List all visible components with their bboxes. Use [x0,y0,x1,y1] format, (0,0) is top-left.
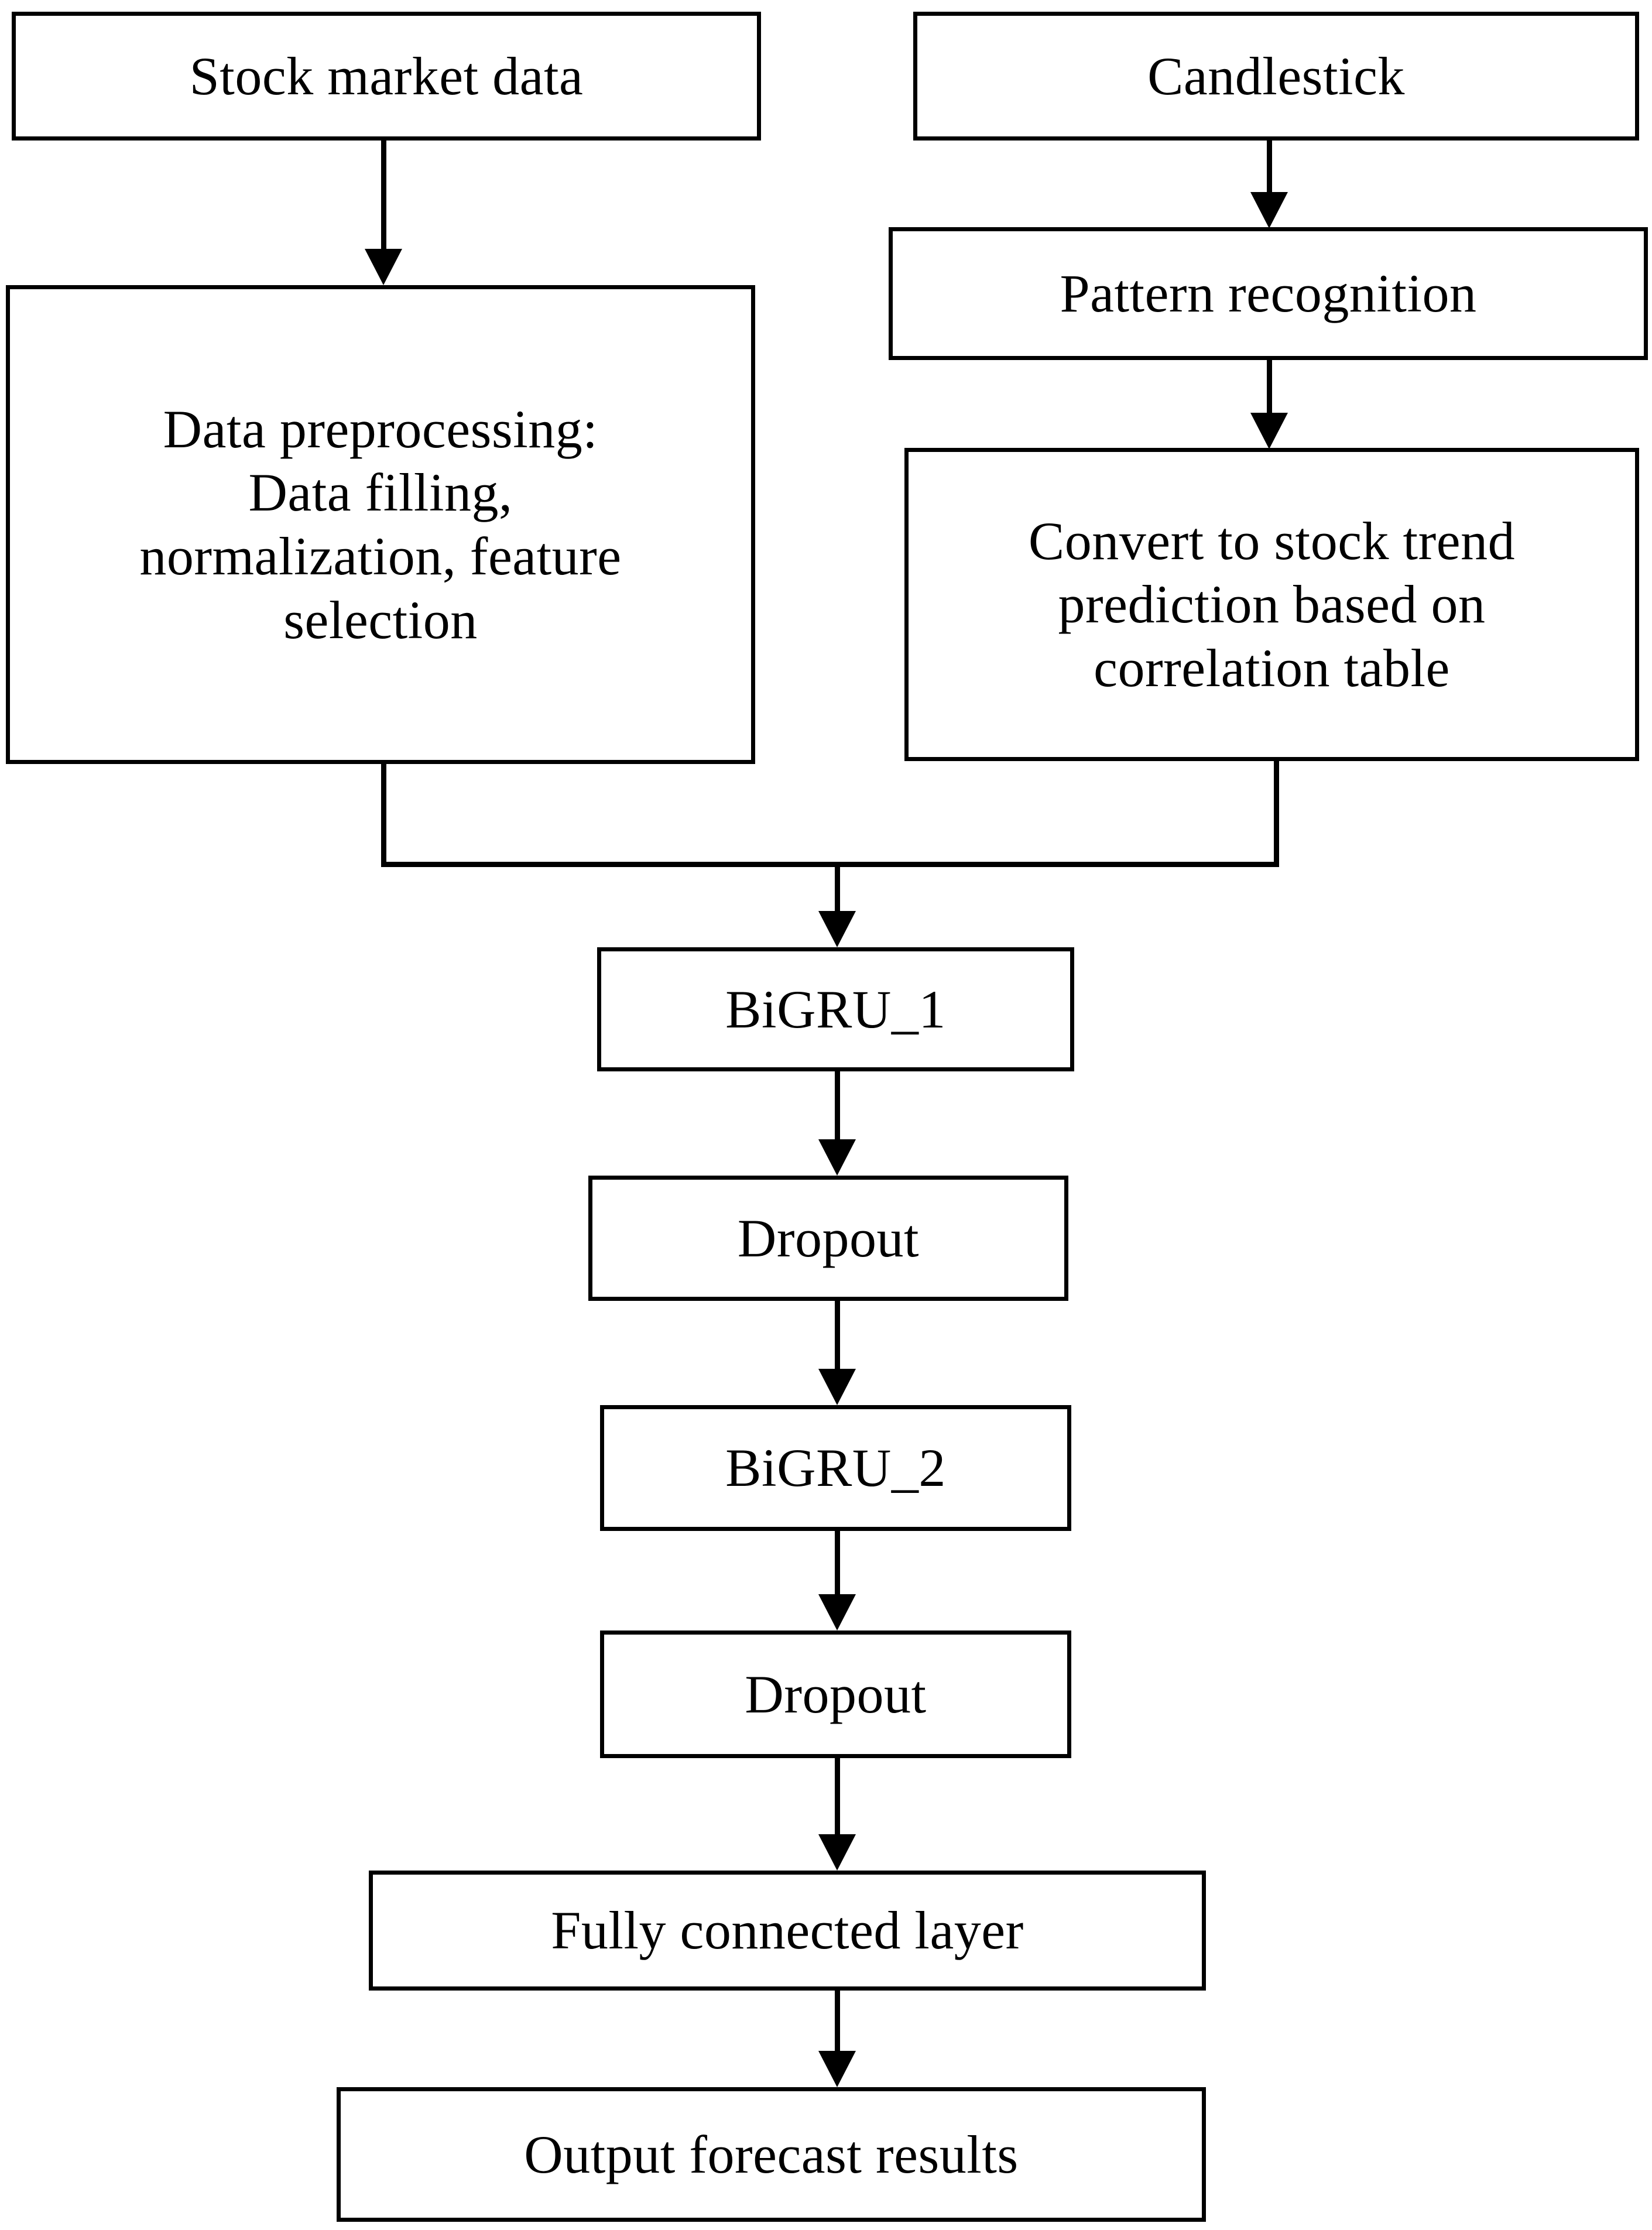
arrowhead-icon [1250,413,1288,449]
edge-line-vertical [835,1301,840,1371]
edge-line-vertical [835,1071,840,1143]
arrowhead-icon [1250,192,1288,228]
node-stock-market-data[interactable]: Stock market data [12,12,761,141]
edge-line-vertical [835,1531,840,1598]
node-bigru-2[interactable]: BiGRU_2 [600,1405,1071,1531]
edge-line-vertical [381,764,386,867]
node-pattern-recognition[interactable]: Pattern recognition [889,227,1648,360]
node-bigru-1[interactable]: BiGRU_1 [597,947,1074,1071]
edge-line-vertical [835,1991,840,2051]
node-candlestick[interactable]: Candlestick [913,12,1639,141]
arrowhead-icon [818,1594,856,1630]
node-dropout-2[interactable]: Dropout [600,1630,1071,1758]
edge-line-vertical [835,1758,840,1834]
arrowhead-icon [818,1139,856,1176]
edge-line-vertical [835,862,840,914]
arrowhead-icon [365,249,402,285]
arrowhead-icon [818,1369,856,1405]
node-convert-to-stock-trend-prediction[interactable]: Convert to stock trend prediction based … [904,448,1639,761]
arrowhead-icon [818,1834,856,1871]
node-output-forecast-results[interactable]: Output forecast results [337,2087,1206,2222]
node-data-preprocessing[interactable]: Data preprocessing: Data filling, normal… [6,285,755,764]
arrowhead-icon [818,2051,856,2087]
edge-line-horizontal [381,862,1279,867]
edge-line-vertical [1267,141,1272,199]
edge-line-vertical [381,141,386,253]
node-fully-connected-layer[interactable]: Fully connected layer [369,1871,1206,1991]
arrowhead-icon [818,911,856,947]
edge-line-vertical [1274,761,1279,867]
node-dropout-1[interactable]: Dropout [588,1176,1068,1301]
edge-line-vertical [1267,360,1272,419]
